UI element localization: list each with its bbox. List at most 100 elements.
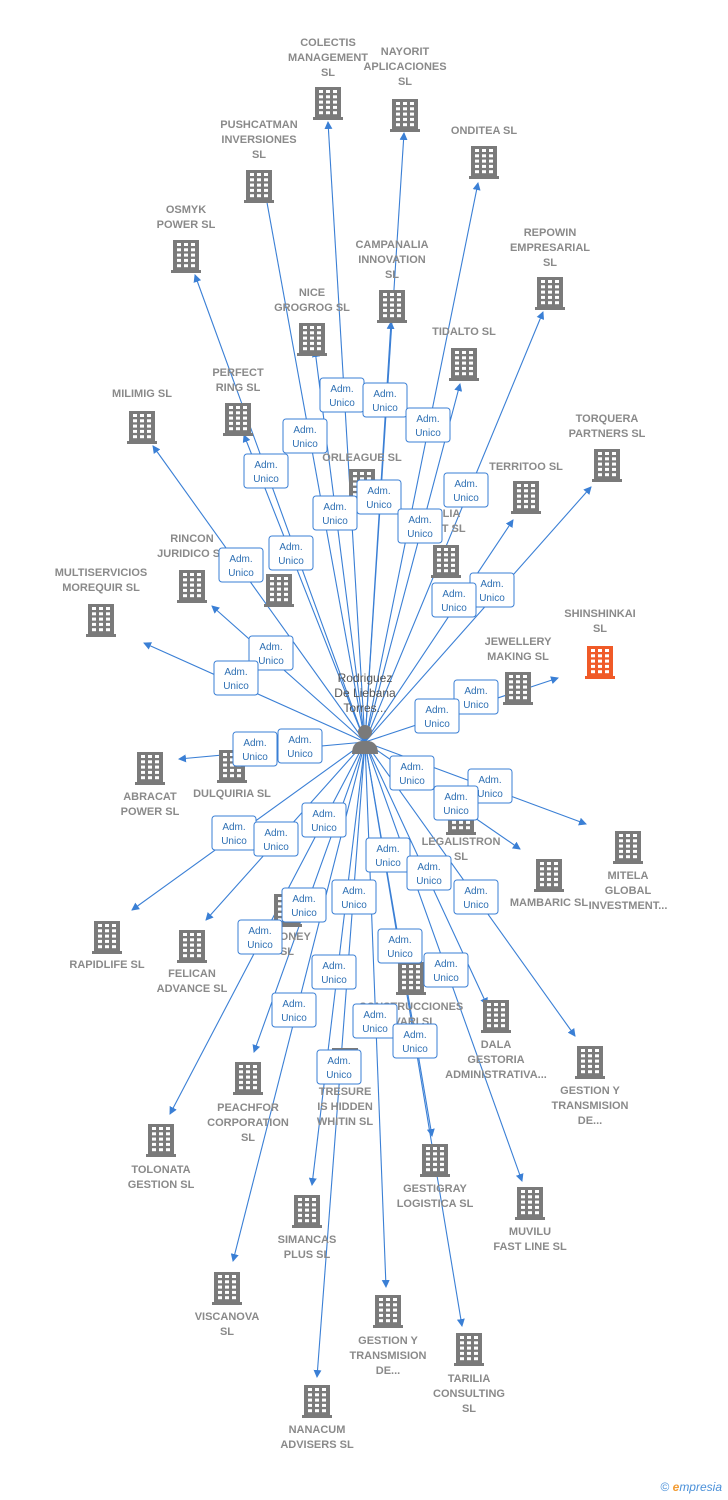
- edge-label-muvilu[interactable]: Adm.Unico: [423, 952, 469, 988]
- company-node-milimig[interactable]: MILIMIG SL: [112, 388, 172, 444]
- edge-label-osmyk[interactable]: Adm.Unico: [243, 453, 289, 489]
- building-icon: [223, 403, 253, 436]
- edge-label-multiservicios[interactable]: Adm.Unico: [213, 660, 259, 696]
- edge-label-mitela[interactable]: Adm. Unico: [467, 768, 513, 804]
- edge-label-onditea[interactable]: Adm.Unico: [405, 407, 451, 443]
- edge-label-jewellery[interactable]: Adm.Unico: [414, 698, 460, 734]
- company-node-tidalto[interactable]: TIDALTO SL: [432, 326, 496, 381]
- edge-label-gestion1[interactable]: Adm.Unico: [453, 879, 499, 915]
- edge-label-box: [433, 785, 479, 821]
- edge-label-gestion2[interactable]: Adm.Unico: [352, 1003, 398, 1039]
- edge-label-nanacum[interactable]: Adm.Unico: [316, 1049, 362, 1085]
- edge-label-pushcatman[interactable]: Adm.Unico: [282, 418, 328, 454]
- building-icon: [233, 1062, 263, 1095]
- edge-label-tarilia[interactable]: Adm.Unico: [392, 1023, 438, 1059]
- building-icon: [613, 831, 643, 864]
- edge-label-dala[interactable]: Adm.Unico: [406, 855, 452, 891]
- edge-label-text: Unico: [228, 568, 254, 579]
- edge-label-box: [213, 660, 259, 696]
- company-label-line: SL: [252, 149, 266, 161]
- edge-label-simancas[interactable]: Adm.Unico: [311, 954, 357, 990]
- edge-label-box: [311, 954, 357, 990]
- edge-label-gestigray[interactable]: Adm.Unico: [377, 928, 423, 964]
- building-icon: [535, 277, 565, 310]
- edge-label-tolonata[interactable]: Adm.Unico: [237, 919, 283, 955]
- edge-label-territoo[interactable]: Adm.Unico: [431, 582, 477, 618]
- edge-label-colectis[interactable]: Adm.Unico: [319, 377, 365, 413]
- edge-label-text: Unico: [477, 789, 503, 800]
- edge-label-campanalia[interactable]: Adm.Unico: [356, 479, 402, 515]
- edge-label-text: Adm.: [293, 425, 316, 436]
- edge-label-text: Unico: [424, 719, 450, 730]
- edge-label-nayorit[interactable]: Adm.Unico: [362, 382, 408, 418]
- company-label-line: GESTION SL: [128, 1179, 195, 1191]
- company-node-onditea[interactable]: ONDITEA SL: [451, 125, 517, 179]
- building-icon: [297, 323, 327, 356]
- edge-label-emoney[interactable]: Adm.Unico: [301, 802, 347, 838]
- company-node-mambaric[interactable]: MAMBARIC SL: [510, 859, 588, 909]
- edge-label-mambaric[interactable]: Adm.Unico: [433, 785, 479, 821]
- edge-label-milimig[interactable]: Adm.Unico: [218, 547, 264, 583]
- company-label-line: SL: [462, 1403, 476, 1415]
- company-label-line: POWER SL: [157, 219, 216, 231]
- edge-label-text: Unico: [258, 656, 284, 667]
- company-node-rapidlife[interactable]: RAPIDLIFE SL: [69, 921, 145, 971]
- edge-label-tresure[interactable]: Adm.Unico: [331, 879, 377, 915]
- edge-label-text: Adm.: [254, 460, 277, 471]
- edge-label-abracat[interactable]: Adm.Unico: [232, 731, 278, 767]
- company-label-line: GESTORIA: [467, 1054, 524, 1066]
- edge-label-text: Unico: [443, 806, 469, 817]
- edge-label-viscanova[interactable]: Adm.Unico: [271, 992, 317, 1028]
- edge-label-construcciones[interactable]: Adm.Unico: [365, 837, 411, 873]
- edge-label-felican[interactable]: Adm.Unico: [253, 821, 299, 857]
- company-label-line: SL: [241, 1132, 255, 1144]
- edge-label-perfect[interactable]: Adm.Unico: [268, 535, 314, 571]
- edge-label-legalistron[interactable]: Adm.Unico: [389, 755, 435, 791]
- company-label-line: MULTISERVICIOS: [55, 567, 148, 579]
- edge-label-peachfor[interactable]: Adm.Unico: [281, 887, 327, 923]
- company-node-territoo[interactable]: TERRITOO SL: [489, 461, 563, 514]
- company-label: ONDITEA SL: [451, 125, 517, 137]
- edge-label-rapidlife[interactable]: Adm.Unico: [211, 815, 257, 851]
- empresia-watermark[interactable]: © empresia: [660, 1480, 722, 1494]
- edge-label-box: [243, 453, 289, 489]
- edge-label-tidalto[interactable]: Adm.Unico: [397, 508, 443, 544]
- edge-label-text: Adm.: [478, 775, 501, 786]
- edge-label-dulquiria[interactable]: Adm.Unico: [277, 728, 323, 764]
- edge-label-nice[interactable]: Adm.Unico: [312, 495, 358, 531]
- edge-label-box: [316, 1049, 362, 1085]
- edge-label-shinshinkai[interactable]: Adm.Unico: [453, 679, 499, 715]
- edge-label-rincon[interactable]: Adm.Unico: [248, 635, 294, 671]
- edge-label-torquera[interactable]: Adm.Unico: [469, 572, 515, 608]
- edge-label-repowin[interactable]: Adm.Unico: [443, 472, 489, 508]
